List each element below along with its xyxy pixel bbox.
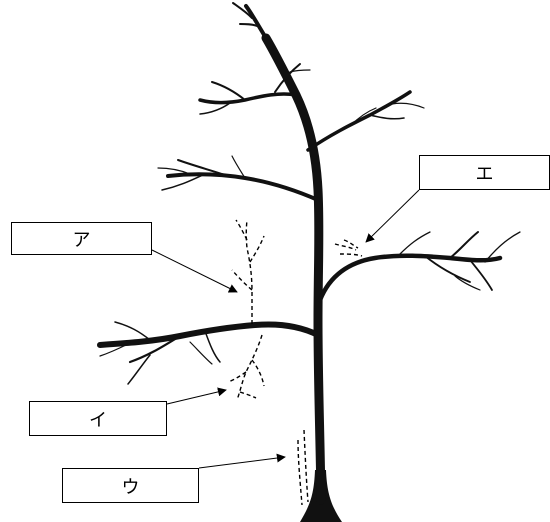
label-u: ウ — [121, 476, 140, 498]
shoot-e — [334, 243, 357, 251]
shoot-i — [236, 334, 263, 401]
label-a: ア — [72, 229, 91, 251]
label-e: エ — [475, 163, 494, 185]
dashed-shoots — [227, 219, 363, 506]
label-box-e: エ — [419, 155, 550, 190]
label-box-a: ア — [11, 222, 152, 255]
leader-i — [166, 387, 227, 405]
branch-lower-left — [97, 321, 321, 348]
trunk — [261, 33, 326, 505]
branch-upper-left — [198, 92, 298, 105]
leader-a — [151, 249, 238, 293]
leader-lines — [151, 189, 420, 469]
branch-middle-left — [166, 172, 320, 202]
leader-u — [198, 453, 286, 469]
leader-e — [365, 189, 420, 243]
branch-lower-right — [317, 253, 503, 303]
label-box-i: イ — [29, 401, 167, 436]
branch-upper-right — [306, 90, 412, 152]
shoot-a — [245, 219, 253, 324]
label-box-u: ウ — [62, 468, 199, 503]
shoot-u — [297, 439, 303, 506]
tree — [97, 2, 521, 522]
label-i: イ — [89, 409, 107, 431]
